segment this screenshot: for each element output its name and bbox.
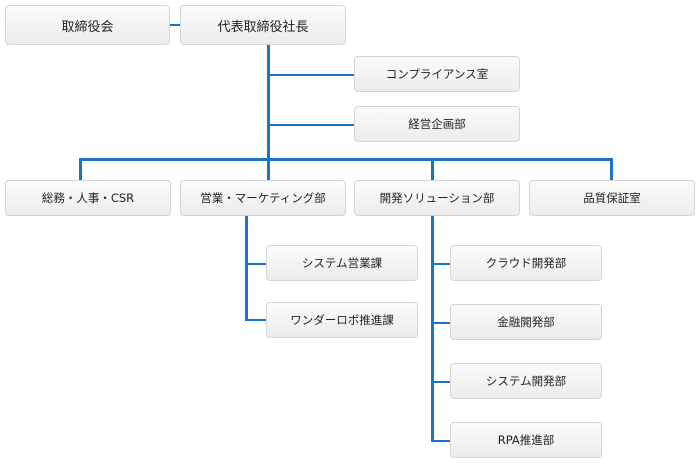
- connector-division-1: [79, 158, 82, 180]
- unit-label: システム営業課: [301, 256, 383, 270]
- unit-label: ワンダーロボ推進課: [290, 313, 394, 327]
- unit-box-system-dev: システム開発部: [450, 363, 602, 399]
- unit-box-cloud-dev: クラウド開発部: [450, 245, 602, 281]
- connector-division-3: [431, 158, 434, 180]
- connector-sales-unit-2: [245, 319, 266, 321]
- unit-box-wonder-robo: ワンダーロボ推進課: [266, 302, 418, 338]
- division-box-dev: 開発ソリューション部: [354, 180, 520, 216]
- unit-label: クラウド開発部: [485, 256, 567, 270]
- connector-dev-unit-2: [431, 322, 450, 324]
- staff-box-compliance: コンプライアンス室: [354, 56, 520, 92]
- board-label: 取締役会: [61, 19, 114, 35]
- connector-dev-unit-3: [431, 381, 450, 383]
- division-label: 営業・マーケティング部: [200, 191, 326, 205]
- connector-sales-trunk: [245, 212, 248, 321]
- division-label: 開発ソリューション部: [379, 191, 495, 205]
- connector-board-president: [170, 24, 180, 26]
- staff-box-planning: 経営企画部: [354, 106, 520, 142]
- unit-label: RPA推進部: [497, 433, 555, 447]
- unit-box-rpa: RPA推進部: [450, 422, 602, 458]
- connector-staff-1: [268, 74, 354, 76]
- unit-label: 金融開発部: [497, 315, 555, 329]
- unit-box-system-sales: システム営業課: [266, 245, 418, 281]
- connector-division-bar: [79, 158, 613, 161]
- division-box-qa: 品質保証室: [529, 180, 695, 216]
- connector-president-trunk: [267, 45, 270, 212]
- connector-dev-unit-4: [431, 440, 450, 442]
- unit-box-finance-dev: 金融開発部: [450, 304, 602, 340]
- staff-label: コンプライアンス室: [385, 67, 489, 81]
- staff-label: 経営企画部: [408, 117, 466, 131]
- division-label: 品質保証室: [583, 191, 641, 205]
- connector-staff-2: [268, 124, 354, 126]
- connector-dev-unit-1: [431, 263, 450, 265]
- division-box-admin: 総務・人事・CSR: [5, 180, 171, 216]
- board-box: 取締役会: [5, 5, 170, 45]
- connector-division-4: [610, 158, 613, 180]
- connector-dev-trunk: [431, 212, 434, 442]
- president-label: 代表取締役社長: [217, 19, 309, 35]
- unit-label: システム開発部: [485, 374, 567, 388]
- division-box-sales: 営業・マーケティング部: [180, 180, 346, 216]
- division-label: 総務・人事・CSR: [41, 191, 135, 205]
- president-box: 代表取締役社長: [180, 5, 346, 45]
- connector-sales-unit-1: [245, 263, 266, 265]
